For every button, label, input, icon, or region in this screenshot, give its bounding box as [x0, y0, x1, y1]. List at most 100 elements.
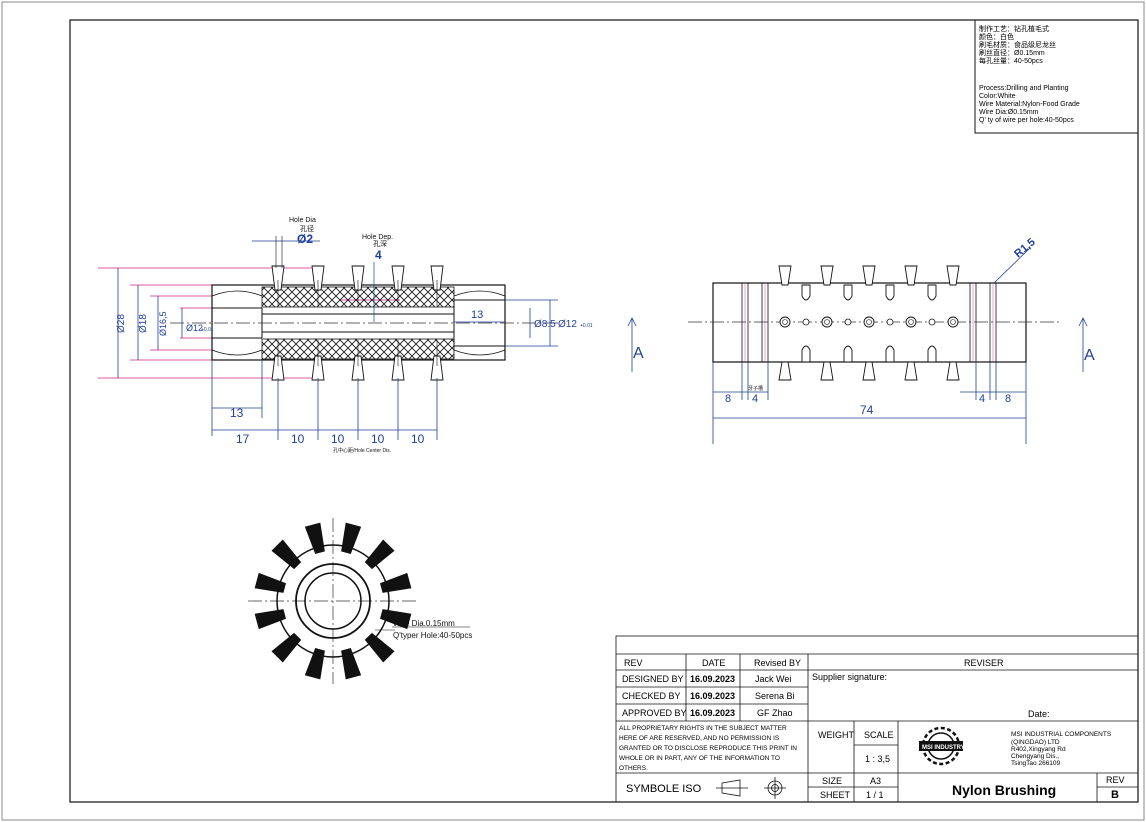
side-tuft-end [801, 345, 811, 363]
side-hole [821, 316, 833, 328]
dim-pitch-4: 10 [411, 432, 425, 446]
tb-designed-date: 16.09.2023 [690, 674, 735, 684]
dim-13-right: 13 [471, 309, 483, 321]
dim-dia-28: Ø28 [116, 314, 127, 333]
side-tuft-end [843, 284, 853, 301]
side-dim-8-right: 8 [1005, 393, 1011, 405]
tb-company-3: R402,Xingyang Rd [1011, 746, 1066, 753]
side-tuft [946, 265, 960, 286]
section-view: Ø28 Ø18 Ø16,5 Ø12 +0.01 13 Ø8.5 Ø12 +0.0… [98, 217, 593, 454]
side-hole-small [802, 318, 810, 326]
company-logo: MSI INDUSTRY [919, 726, 965, 766]
side-tuft [904, 265, 918, 286]
end-bristle [271, 632, 302, 663]
tb-reviser-header: REVISER [964, 658, 1004, 668]
dim-dia-12-right-tol: +0.01 [580, 323, 593, 329]
tb-company-1: MSI INDUSTRIAL COMPONENTS [1011, 731, 1112, 738]
tuft-top [430, 265, 444, 291]
spec-en-2: Color:White [979, 93, 1016, 100]
side-tuft-end [801, 284, 811, 301]
tuft-top [351, 265, 365, 291]
side-hole-inner [782, 319, 788, 325]
dim-pitch-2: 10 [331, 432, 345, 446]
drawing-frame [69, 19, 1139, 803]
side-tuft [862, 265, 876, 286]
end-bristle [341, 522, 362, 554]
dim-pitch-3: 10 [371, 432, 385, 446]
tb-size-label: SIZE [822, 776, 842, 786]
end-bristle [254, 609, 286, 630]
tb-scale-value: 1 : 3,5 [865, 754, 890, 764]
tb-company-4: Chengyang Dis., [1011, 753, 1059, 760]
side-dim-4-right: 4 [979, 393, 985, 405]
side-hole-inner [866, 319, 872, 325]
side-hole-inner [824, 319, 830, 325]
side-dim-74: 74 [860, 403, 874, 417]
side-tuft [904, 361, 918, 381]
tb-scale-label: SCALE [864, 730, 894, 740]
pitch-note: 孔中心距/Hole Center Dis. [333, 447, 391, 454]
spec-cn-2: 颜色：白色 [979, 32, 1014, 41]
side-tuft-end [927, 284, 937, 301]
side-tuft-end [927, 345, 937, 363]
tb-supplier-signature: Supplier signature: [812, 672, 887, 682]
tb-sheet-value: 1 / 1 [866, 790, 884, 800]
tb-date-header: DATE [702, 658, 725, 668]
end-bristle [341, 648, 362, 680]
side-tuft-end [885, 284, 895, 301]
side-tuft-end [885, 345, 895, 363]
end-bristle [364, 632, 395, 663]
tuft-bottom [271, 355, 285, 381]
tuft-top [311, 265, 325, 291]
dim-dia-12-left-tol: +0.01 [201, 327, 214, 333]
dim-13-bottom: 13 [230, 406, 244, 420]
end-bristle [380, 572, 412, 593]
side-dim-8-left: 8 [725, 393, 731, 405]
side-hole-inner [950, 319, 956, 325]
tuft-bottom [430, 355, 444, 381]
tb-rights-4: WHOLE OR IN PART, ANY OF THE INFORMATION… [619, 755, 780, 762]
end-bristle [304, 648, 325, 680]
hole-dia-value: Ø2 [297, 232, 313, 246]
side-tuft [946, 361, 960, 381]
spec-en-3: Wire Material:Nylon-Food Grade [979, 101, 1080, 108]
spec-cn-3: 刷毛材质：食品级尼龙丝 [979, 40, 1056, 49]
tuft-bottom [351, 355, 365, 381]
side-hole-inner [908, 319, 914, 325]
hole-dep-cn: 孔深 [373, 239, 387, 248]
tb-rights-2: HERE OF ARE RESERVED, AND NO PERMISSION … [619, 735, 780, 742]
spec-cn-1: 制作工艺：钻孔植毛式 [979, 24, 1049, 33]
dim-17: 17 [236, 432, 250, 446]
tb-date-label: Date: [1028, 709, 1050, 719]
tuft-top [391, 265, 405, 291]
title-block-text: REV DATE Revised BY REVISER DESIGNED BY … [619, 658, 1125, 801]
end-bristle [271, 539, 302, 570]
tb-rights-3: GRANTED OR TO DISCLOSE REPRODUCE THIS PR… [619, 745, 797, 752]
tufts-top [271, 265, 444, 306]
side-tuft [862, 361, 876, 381]
tb-size-value: A3 [870, 776, 881, 786]
tuft-bottom [391, 355, 405, 381]
tb-symbole-label: SYMBOLE ISO [626, 783, 702, 795]
side-tuft [778, 361, 792, 381]
spec-cn-4: 刷丝直径：Ø0.15mm [979, 48, 1045, 57]
tb-sheet-label: SHEET [820, 790, 851, 800]
dim-dia-85: Ø8.5 [534, 319, 556, 330]
side-hole-small [844, 318, 852, 326]
end-bristle [254, 572, 286, 593]
tb-designed-name: Jack Wei [755, 674, 791, 684]
spec-en-1: Process:Drilling and Planting [979, 85, 1069, 92]
side-tuft [820, 265, 834, 286]
spec-en-5: Q' ty of wire per hole:40-50pcs [979, 117, 1074, 124]
side-hole [779, 316, 791, 328]
wire-dia-note: Wire Dia.0.15mm [393, 619, 455, 628]
tb-company-5: TsingTao 266109 [1011, 760, 1061, 767]
tb-checked-label: CHECKED BY [622, 691, 681, 701]
tb-part-name: Nylon Brushing [952, 782, 1056, 798]
spec-notes: 制作工艺：钻孔植毛式 颜色：白色 刷毛材质：食品级尼龙丝 刷丝直径：Ø0.15m… [974, 19, 1139, 134]
dim-pitch-1: 10 [291, 432, 305, 446]
tb-approved-name: GF Zhao [757, 708, 793, 718]
dim-dia-165: Ø16,5 [158, 311, 168, 336]
